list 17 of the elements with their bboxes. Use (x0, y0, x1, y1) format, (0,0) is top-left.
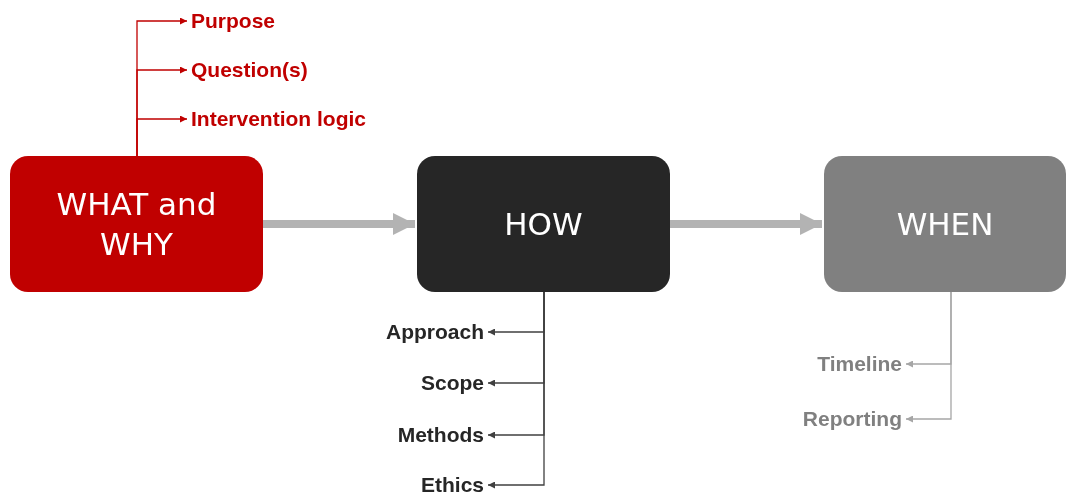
branch-arrow (487, 291, 545, 489)
flow-arrow (263, 213, 415, 235)
item-label: Intervention logic (191, 106, 366, 132)
item-label: Ethics (420, 472, 484, 498)
item-label: Methods (397, 422, 484, 448)
item-label: Question(s) (191, 57, 308, 83)
process-box: HOW (417, 156, 670, 292)
process-box: WHEN (824, 156, 1066, 292)
branch-arrow (905, 291, 952, 423)
item-label: Reporting (802, 406, 902, 432)
branch-arrow (136, 115, 188, 157)
item-label: Scope (420, 370, 484, 396)
flow-arrow (670, 213, 822, 235)
item-label: Timeline (817, 351, 902, 377)
process-box: WHAT and WHY (10, 156, 263, 292)
item-label: Approach (386, 319, 484, 345)
item-label: Purpose (191, 8, 276, 34)
